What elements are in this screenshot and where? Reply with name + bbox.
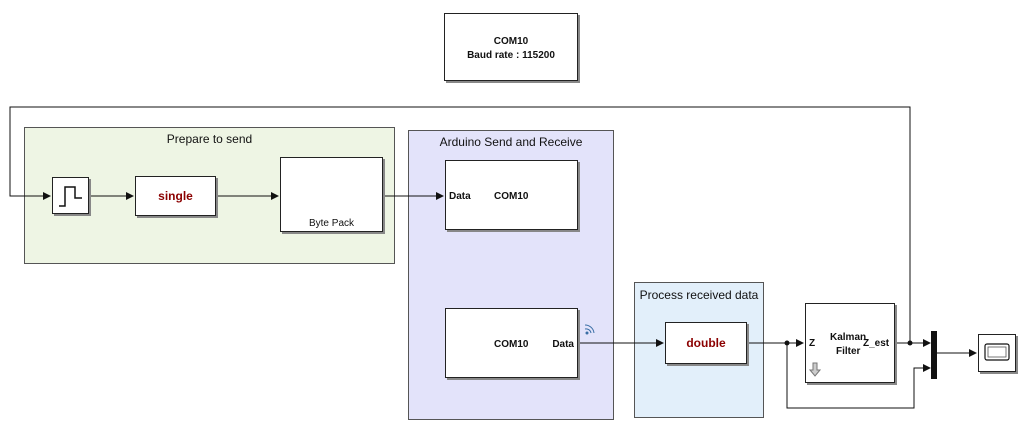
wireless-icon xyxy=(584,324,595,335)
step-block[interactable] xyxy=(52,177,89,214)
area-arduino-title: Arduino Send and Receive xyxy=(439,135,583,149)
serial-send-block[interactable]: Data COM10 xyxy=(445,160,578,230)
byte-pack-block[interactable]: Byte Pack xyxy=(280,157,383,232)
serial-receive-name: COM10 xyxy=(494,339,529,350)
byte-pack-label: Byte Pack xyxy=(308,218,355,229)
step-icon xyxy=(59,186,82,207)
com-config-port: COM10 xyxy=(493,36,529,47)
kalman-out-port: Z_est xyxy=(863,338,890,349)
kalman-in-port: Z xyxy=(809,338,816,349)
double-convert-block[interactable]: double xyxy=(665,322,747,364)
kalman-name-line2: Filter xyxy=(836,346,861,357)
scope-icon xyxy=(984,343,1010,361)
com-config-baud: Baud rate : 115200 xyxy=(467,50,555,61)
single-label: single xyxy=(158,189,193,203)
serial-receive-port-label: Data xyxy=(552,339,574,350)
serial-receive-block[interactable]: COM10 Data xyxy=(445,308,578,378)
double-label: double xyxy=(686,336,726,350)
down-arrow-icon xyxy=(809,362,821,377)
area-process-title: Process received data xyxy=(639,288,759,302)
serial-send-name: COM10 xyxy=(494,191,529,202)
area-prepare-title: Prepare to send xyxy=(166,132,253,146)
com-config-block[interactable]: COM10 Baud rate : 115200 xyxy=(444,13,578,81)
single-convert-block[interactable]: single xyxy=(135,176,216,216)
scope-block[interactable] xyxy=(978,334,1016,372)
kalman-filter-block[interactable]: Z Kalman Filter Z_est xyxy=(805,303,895,383)
kalman-name-line1: Kalman xyxy=(830,332,867,343)
serial-send-port-label: Data xyxy=(449,191,471,202)
